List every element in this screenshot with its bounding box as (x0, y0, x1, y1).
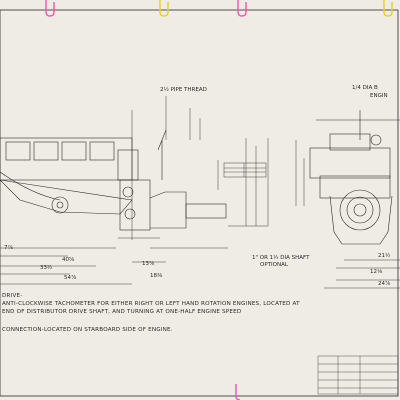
dimension-d2: 33½ (40, 265, 53, 271)
paper-clips (45, 0, 393, 400)
tachometer-note-line-2: END OF DISTRIBUTOR DRIVE SHAFT, AND TURN… (2, 309, 242, 315)
title-block (317, 355, 399, 395)
shaft-note-line-1: 1" OR 1½ DIA SHAFT (252, 255, 310, 261)
engine-side-view (0, 129, 227, 231)
pipe-thread-label: 2½ PIPE THREAD (160, 87, 207, 93)
dimension-d5: 18⅜ (150, 273, 163, 279)
dimension-d4: 13⅞ (142, 261, 155, 267)
shaft-note-line-2: OPTIONAL (260, 262, 288, 268)
dimension-d1: 40⅝ (62, 257, 75, 263)
dimension-lines-end (295, 140, 400, 289)
engine-label-top-right: ENGIN (370, 93, 388, 99)
dia-label-top-right: 1/4 DIA B (352, 85, 378, 91)
dimension-d8: 21½ (378, 253, 391, 259)
drive-heading: DRIVE- (2, 293, 23, 299)
dimension-d6: 12⅛ (370, 269, 383, 275)
dimension-d9: 7⅞ (4, 245, 13, 251)
tachometer-note-line-1: ANTI-CLOCKWISE TACHOMETER FOR EITHER RIG… (2, 301, 300, 307)
engine-end-view (309, 110, 400, 245)
dimension-d3: 54⅞ (64, 275, 77, 281)
connection-note: CONNECTION-LOCATED ON STARBOARD SIDE OF … (2, 327, 173, 333)
dimension-lines-side (0, 96, 269, 285)
dimension-d7: 24⅞ (378, 281, 391, 287)
